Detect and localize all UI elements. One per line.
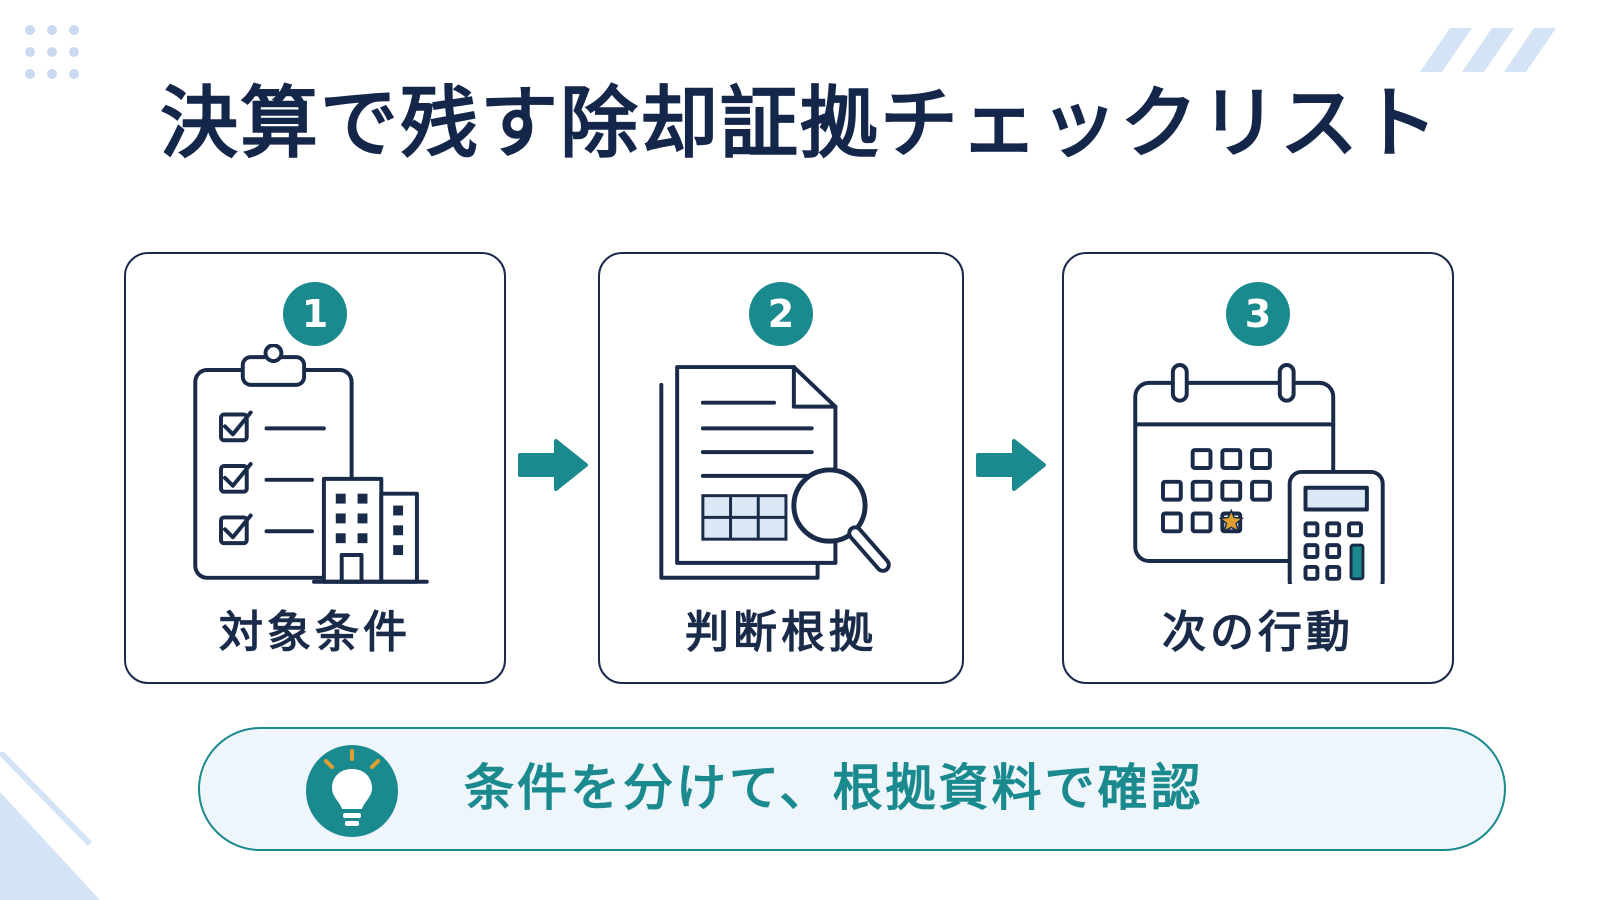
step-card-2: 2 判断根拠 <box>598 252 964 684</box>
step-number-badge: 1 <box>283 282 347 346</box>
stripe-decoration-top <box>1420 28 1556 72</box>
page-title: 決算で残す除却証拠チェックリスト <box>159 79 1440 169</box>
arrow-right-icon <box>518 439 588 491</box>
tip-banner: 条件を分けて、根拠資料で確認 <box>198 727 1506 851</box>
step-card-3: 3 次の行動 <box>1062 252 1454 684</box>
arrow-right-icon <box>976 439 1046 491</box>
step-label: 対象条件 <box>219 607 411 658</box>
clipboard-building-icon <box>193 344 429 584</box>
dot-grid-decoration <box>25 25 79 79</box>
step-card-1: 1 対象条件 <box>124 252 506 684</box>
step-label: 判断根拠 <box>685 607 877 658</box>
lightbulb-icon <box>306 745 398 837</box>
step-number-badge: 2 <box>749 282 813 346</box>
tip-text: 条件を分けて、根拠資料で確認 <box>464 759 1204 817</box>
step-label: 次の行動 <box>1162 607 1354 658</box>
triangle-decoration <box>0 752 100 900</box>
calendar-calculator-icon <box>1133 363 1385 584</box>
step-number-badge: 3 <box>1226 282 1290 346</box>
document-magnifier-icon <box>659 365 891 580</box>
